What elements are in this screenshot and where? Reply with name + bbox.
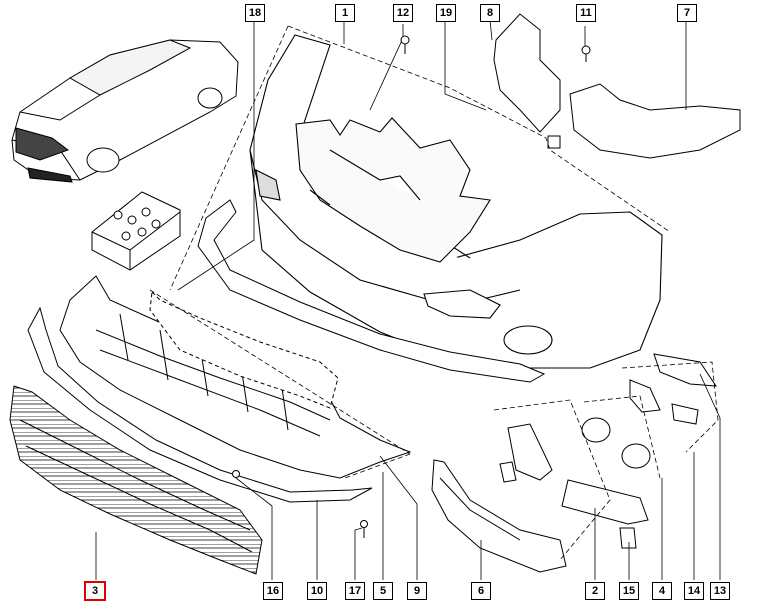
callout-2[interactable]: 2 [585, 582, 605, 600]
center-lower-grille [431, 459, 567, 573]
car-illustration [11, 39, 239, 183]
callout-10[interactable]: 10 [307, 582, 327, 600]
callout-19b[interactable]: 19 [436, 4, 456, 22]
callout-11[interactable]: 11 [576, 4, 596, 22]
side-clips [629, 353, 717, 425]
callout-5[interactable]: 5 [373, 582, 393, 600]
lower-lip-strip [197, 199, 546, 383]
front-bumper-cover [249, 34, 663, 369]
callout-12[interactable]: 12 [393, 4, 413, 22]
screws [232, 35, 591, 538]
callout-6[interactable]: 6 [471, 582, 491, 600]
lower-air-guide [59, 275, 412, 479]
callout-3[interactable]: 3 [84, 581, 106, 601]
callout-15[interactable]: 15 [619, 582, 639, 600]
callout-13[interactable]: 13 [710, 582, 730, 600]
callout-16[interactable]: 16 [263, 582, 283, 600]
callout-19[interactable]: 18 [245, 4, 265, 22]
callout-7[interactable]: 7 [677, 4, 697, 22]
mounting-brackets [493, 13, 741, 159]
assembly-frames [149, 25, 719, 561]
callout-17[interactable]: 17 [345, 582, 365, 600]
callout-8[interactable]: 8 [480, 4, 500, 22]
callout-4[interactable]: 4 [652, 582, 672, 600]
front-lower-grille [9, 385, 263, 575]
fog-lamp-parts [499, 417, 651, 549]
callout-14[interactable]: 14 [684, 582, 704, 600]
leader-lines [95, 19, 721, 580]
callout-1[interactable]: 1 [335, 4, 355, 22]
upper-reinforcement-bar [149, 290, 339, 409]
clips-box [91, 191, 181, 271]
grille-trim-strip [27, 306, 373, 503]
callout-9[interactable]: 9 [407, 582, 427, 600]
